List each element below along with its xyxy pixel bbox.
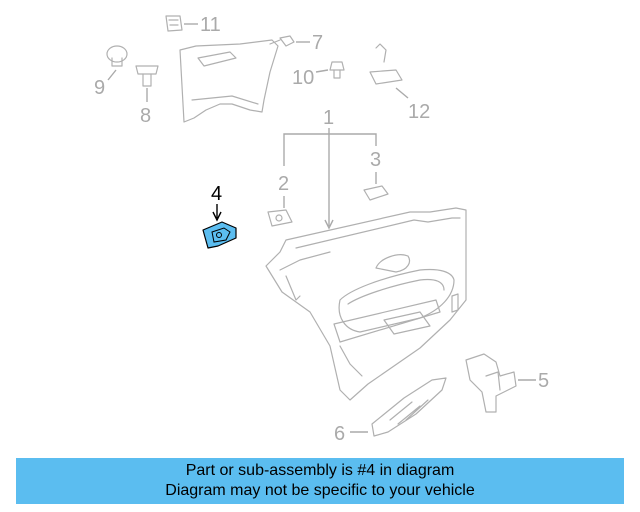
part-8-clip [135, 65, 159, 87]
banner-line-1: Part or sub-assembly is #4 in diagram [185, 462, 455, 479]
part-10-screw [329, 61, 345, 79]
part-5-bracket [465, 353, 517, 413]
upper-trim-panel [179, 39, 281, 123]
callout-10: 10 [292, 67, 314, 89]
parts-diagram: 11 9 8 7 10 12 1 2 [94, 14, 549, 445]
leader-1-bracket [283, 133, 377, 166]
leader-1-arrow [324, 219, 334, 230]
part-1-quarter-trim-panel [265, 207, 467, 401]
part-11-clip [165, 15, 183, 32]
callout-6: 6 [334, 423, 345, 445]
callout-1: 1 [323, 107, 334, 129]
part-9-pin [106, 45, 128, 67]
leader-4-arrow [212, 211, 222, 222]
callout-8: 8 [140, 105, 151, 127]
callout-11: 11 [200, 14, 221, 36]
callout-2: 2 [278, 173, 289, 195]
part-2-bracket [267, 209, 293, 227]
leader-12 [395, 87, 409, 99]
leader-9 [107, 69, 117, 81]
info-banner: Part or sub-assembly is #4 in diagram Di… [16, 458, 624, 504]
callout-12: 12 [408, 101, 430, 123]
callout-7: 7 [312, 32, 323, 54]
banner-line-2: Diagram may not be specific to your vehi… [165, 482, 475, 499]
part-12-cover [369, 43, 403, 85]
leader-10 [315, 69, 329, 73]
part-6-cover [371, 377, 447, 437]
callout-4: 4 [211, 183, 222, 205]
callout-3: 3 [370, 149, 381, 171]
callout-9: 9 [94, 77, 105, 99]
part-7-clip [279, 35, 295, 47]
part-4-highlighted[interactable] [202, 221, 237, 249]
part-3-clip [363, 185, 389, 201]
callout-5: 5 [538, 370, 549, 392]
